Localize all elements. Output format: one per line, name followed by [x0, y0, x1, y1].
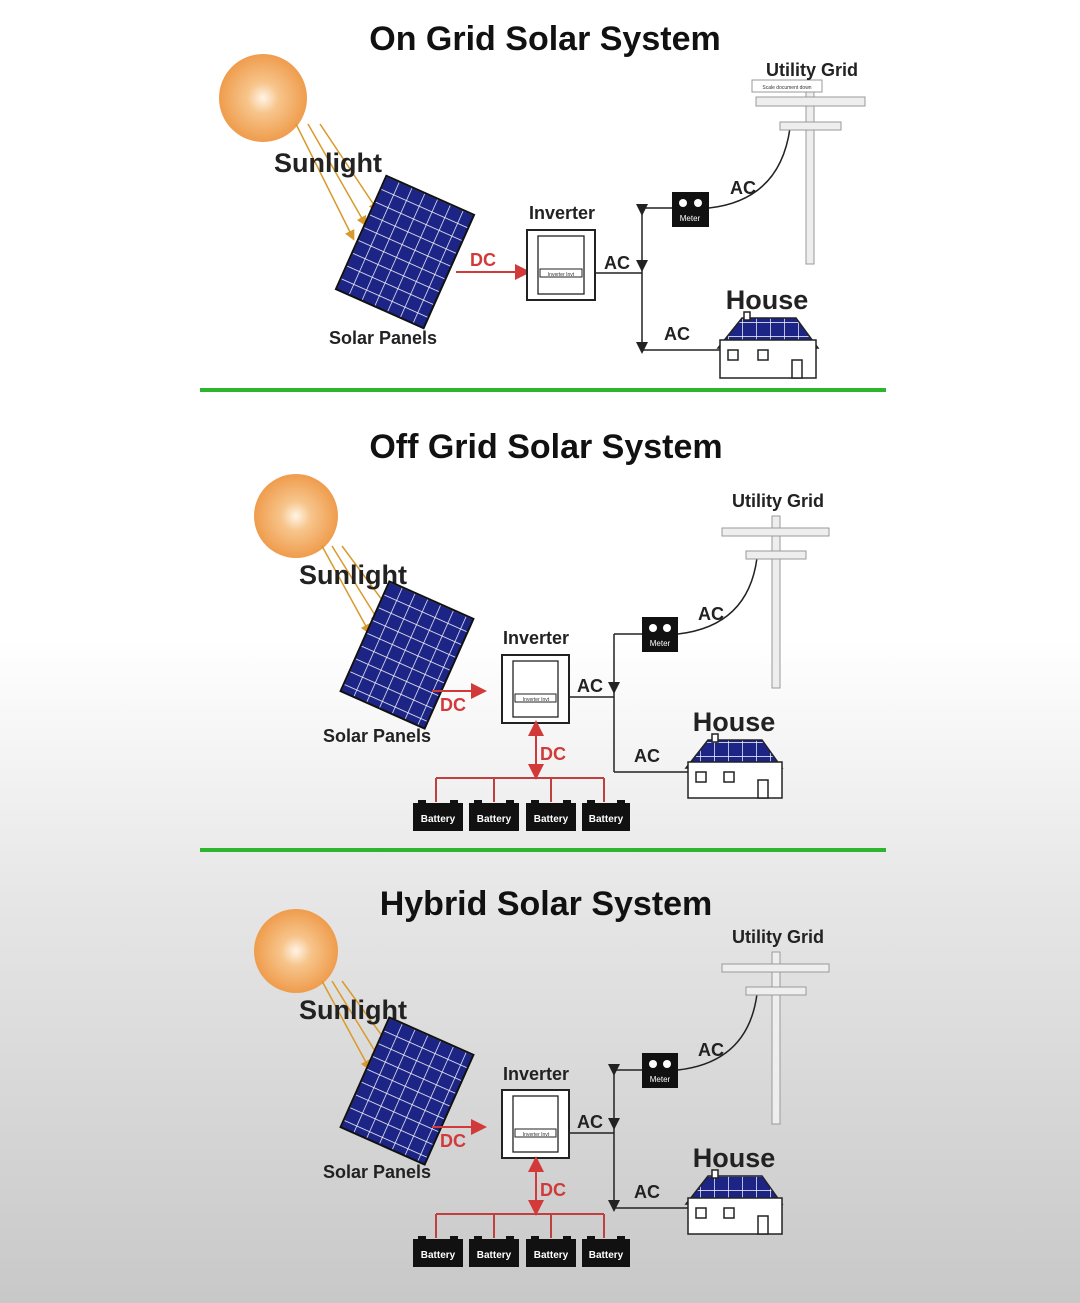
utility-grid-label: Utility Grid: [732, 927, 824, 947]
on-grid-section: On Grid Solar System Sunlight Solar Pane…: [219, 20, 866, 379]
meter-icon: [642, 1053, 678, 1088]
battery-icon: [526, 800, 576, 831]
inverter-label: Inverter: [503, 1064, 569, 1084]
ac-wiring: [595, 127, 791, 354]
inverter-icon: [501, 654, 570, 724]
meter-icon: [642, 617, 678, 652]
battery-label: Battery: [534, 814, 569, 825]
battery-wiring: [435, 1213, 605, 1238]
battery-label: Battery: [477, 1250, 512, 1261]
sunlight-label: Sunlight: [274, 148, 382, 178]
sun-icon: [219, 54, 307, 142]
house-label: House: [726, 285, 809, 315]
battery-icon: [526, 1236, 576, 1267]
battery-bank: [413, 1236, 630, 1267]
battery-label: Battery: [534, 1250, 569, 1261]
sunlight-rays-icon: [295, 123, 379, 241]
battery-label: Battery: [589, 814, 624, 825]
hybrid-section: Hybrid Solar System Sunlight Solar Panel…: [254, 885, 830, 1267]
house-icon: [684, 733, 784, 799]
ac-wiring: [569, 557, 758, 773]
battery-icon: [413, 800, 463, 831]
utility-grid-label: Utility Grid: [732, 491, 824, 511]
ac-house-label: AC: [634, 1182, 660, 1202]
dc-label: DC: [440, 1131, 466, 1151]
house-icon: [684, 1169, 784, 1235]
dc-label: DC: [470, 250, 496, 270]
solar-panels-label: Solar Panels: [323, 1162, 431, 1182]
battery-icon: [469, 800, 519, 831]
inverter-plate-label: Inverter Invt: [523, 697, 550, 703]
section-title: Hybrid Solar System: [380, 885, 713, 923]
section-divider: [200, 388, 886, 392]
meter-icon: [672, 192, 709, 227]
house-label: House: [693, 707, 776, 737]
section-title: Off Grid Solar System: [369, 428, 722, 466]
ac-house-label: AC: [634, 746, 660, 766]
inverter-label: Inverter: [503, 628, 569, 648]
inverter-icon: [526, 229, 596, 301]
battery-label: Battery: [421, 814, 456, 825]
battery-wiring: [435, 777, 605, 802]
sun-icon: [254, 474, 338, 558]
sunlight-rays-icon: [321, 545, 392, 635]
battery-icon: [582, 800, 630, 831]
house-icon: [716, 311, 820, 379]
inverter-plate-label: Inverter Invt: [523, 1132, 550, 1138]
ac-wiring: [569, 993, 758, 1212]
meter-label: Meter: [650, 1075, 671, 1084]
battery-dc-label: DC: [540, 744, 566, 764]
solar-panel-icon: [334, 174, 476, 330]
utility-pole-icon: [721, 951, 830, 1125]
utility-grid-label: Utility Grid: [766, 60, 858, 80]
battery-icon: [413, 1236, 463, 1267]
ac-meter-label: AC: [730, 178, 756, 198]
dc-label: DC: [440, 695, 466, 715]
battery-label: Battery: [477, 814, 512, 825]
section-title: On Grid Solar System: [369, 20, 720, 58]
ac-inverter-label: AC: [604, 253, 630, 273]
ac-meter-label: AC: [698, 1040, 724, 1060]
sunlight-rays-icon: [321, 980, 392, 1071]
solar-panels-label: Solar Panels: [323, 726, 431, 746]
utility-pole-icon: [721, 515, 830, 689]
ac-inverter-label: AC: [577, 1112, 603, 1132]
ac-house-label: AC: [664, 324, 690, 344]
solar-panels-label: Solar Panels: [329, 328, 437, 348]
battery-icon: [469, 1236, 519, 1267]
ac-meter-label: AC: [698, 604, 724, 624]
ac-inverter-label: AC: [577, 676, 603, 696]
section-divider: [200, 848, 886, 852]
sun-icon: [254, 909, 338, 993]
meter-label: Meter: [680, 214, 701, 223]
battery-bank: [413, 800, 630, 831]
inverter-plate-label: Inverter Invt: [548, 272, 575, 278]
house-label: House: [693, 1143, 776, 1173]
battery-label: Battery: [589, 1250, 624, 1261]
utility-pole-icon: [751, 79, 866, 265]
battery-dc-label: DC: [540, 1180, 566, 1200]
inverter-label: Inverter: [529, 203, 595, 223]
battery-label: Battery: [421, 1250, 456, 1261]
utility-grid-caption: Scale document down: [762, 85, 811, 91]
inverter-icon: [501, 1089, 570, 1159]
off-grid-section: Off Grid Solar System Sunlight Solar Pan…: [254, 428, 830, 831]
meter-label: Meter: [650, 639, 671, 648]
battery-icon: [582, 1236, 630, 1267]
